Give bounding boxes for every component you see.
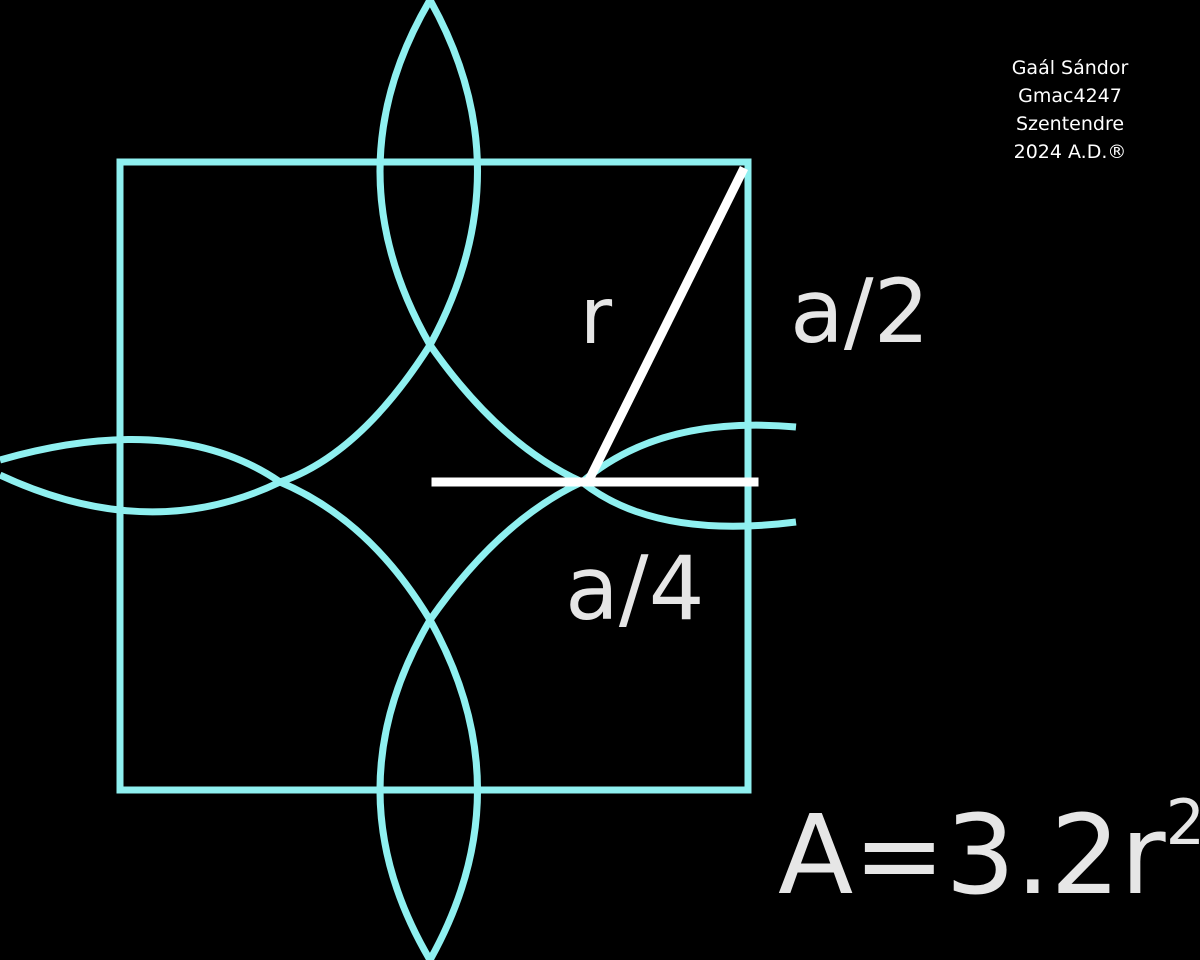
top-lens-right-arc (426, 0, 481, 347)
right-lens-top-arc (579, 421, 797, 485)
formula-base: A=3.2r (778, 791, 1166, 919)
radius-line (583, 165, 749, 485)
quarter-side-label: a/4 (565, 537, 705, 640)
left-lens-bottom-arc (0, 471, 282, 516)
right-lens-bottom-arc (579, 479, 797, 530)
diamond-arc-top-right (427, 342, 584, 486)
author-id: Gmac4247 (1018, 85, 1122, 107)
top-lens-left-arc (376, 0, 434, 347)
formula-exponent: 2 (1165, 786, 1200, 859)
author-year: 2024 A.D.® (1013, 141, 1127, 163)
diamond-arc-bottom-left (278, 478, 434, 622)
author-city: Szentendre (1015, 113, 1125, 135)
radius-label: r (580, 272, 613, 362)
author-name: Gaál Sándor (1011, 57, 1129, 79)
square (116, 158, 752, 794)
left-lens-top-arc (0, 436, 282, 485)
diamond-arc-top-left (278, 343, 433, 486)
half-side-label: a/2 (790, 260, 930, 363)
bottom-lens-left-arc (376, 618, 434, 960)
bottom-lens-right-arc (426, 618, 481, 960)
diamond-arc-bottom-right (427, 478, 584, 623)
area-formula: A=3.2r2 (778, 792, 1200, 911)
author-credits: Gaál Sándor Gmac4247 Szentendre 2024 A.D… (990, 54, 1150, 166)
